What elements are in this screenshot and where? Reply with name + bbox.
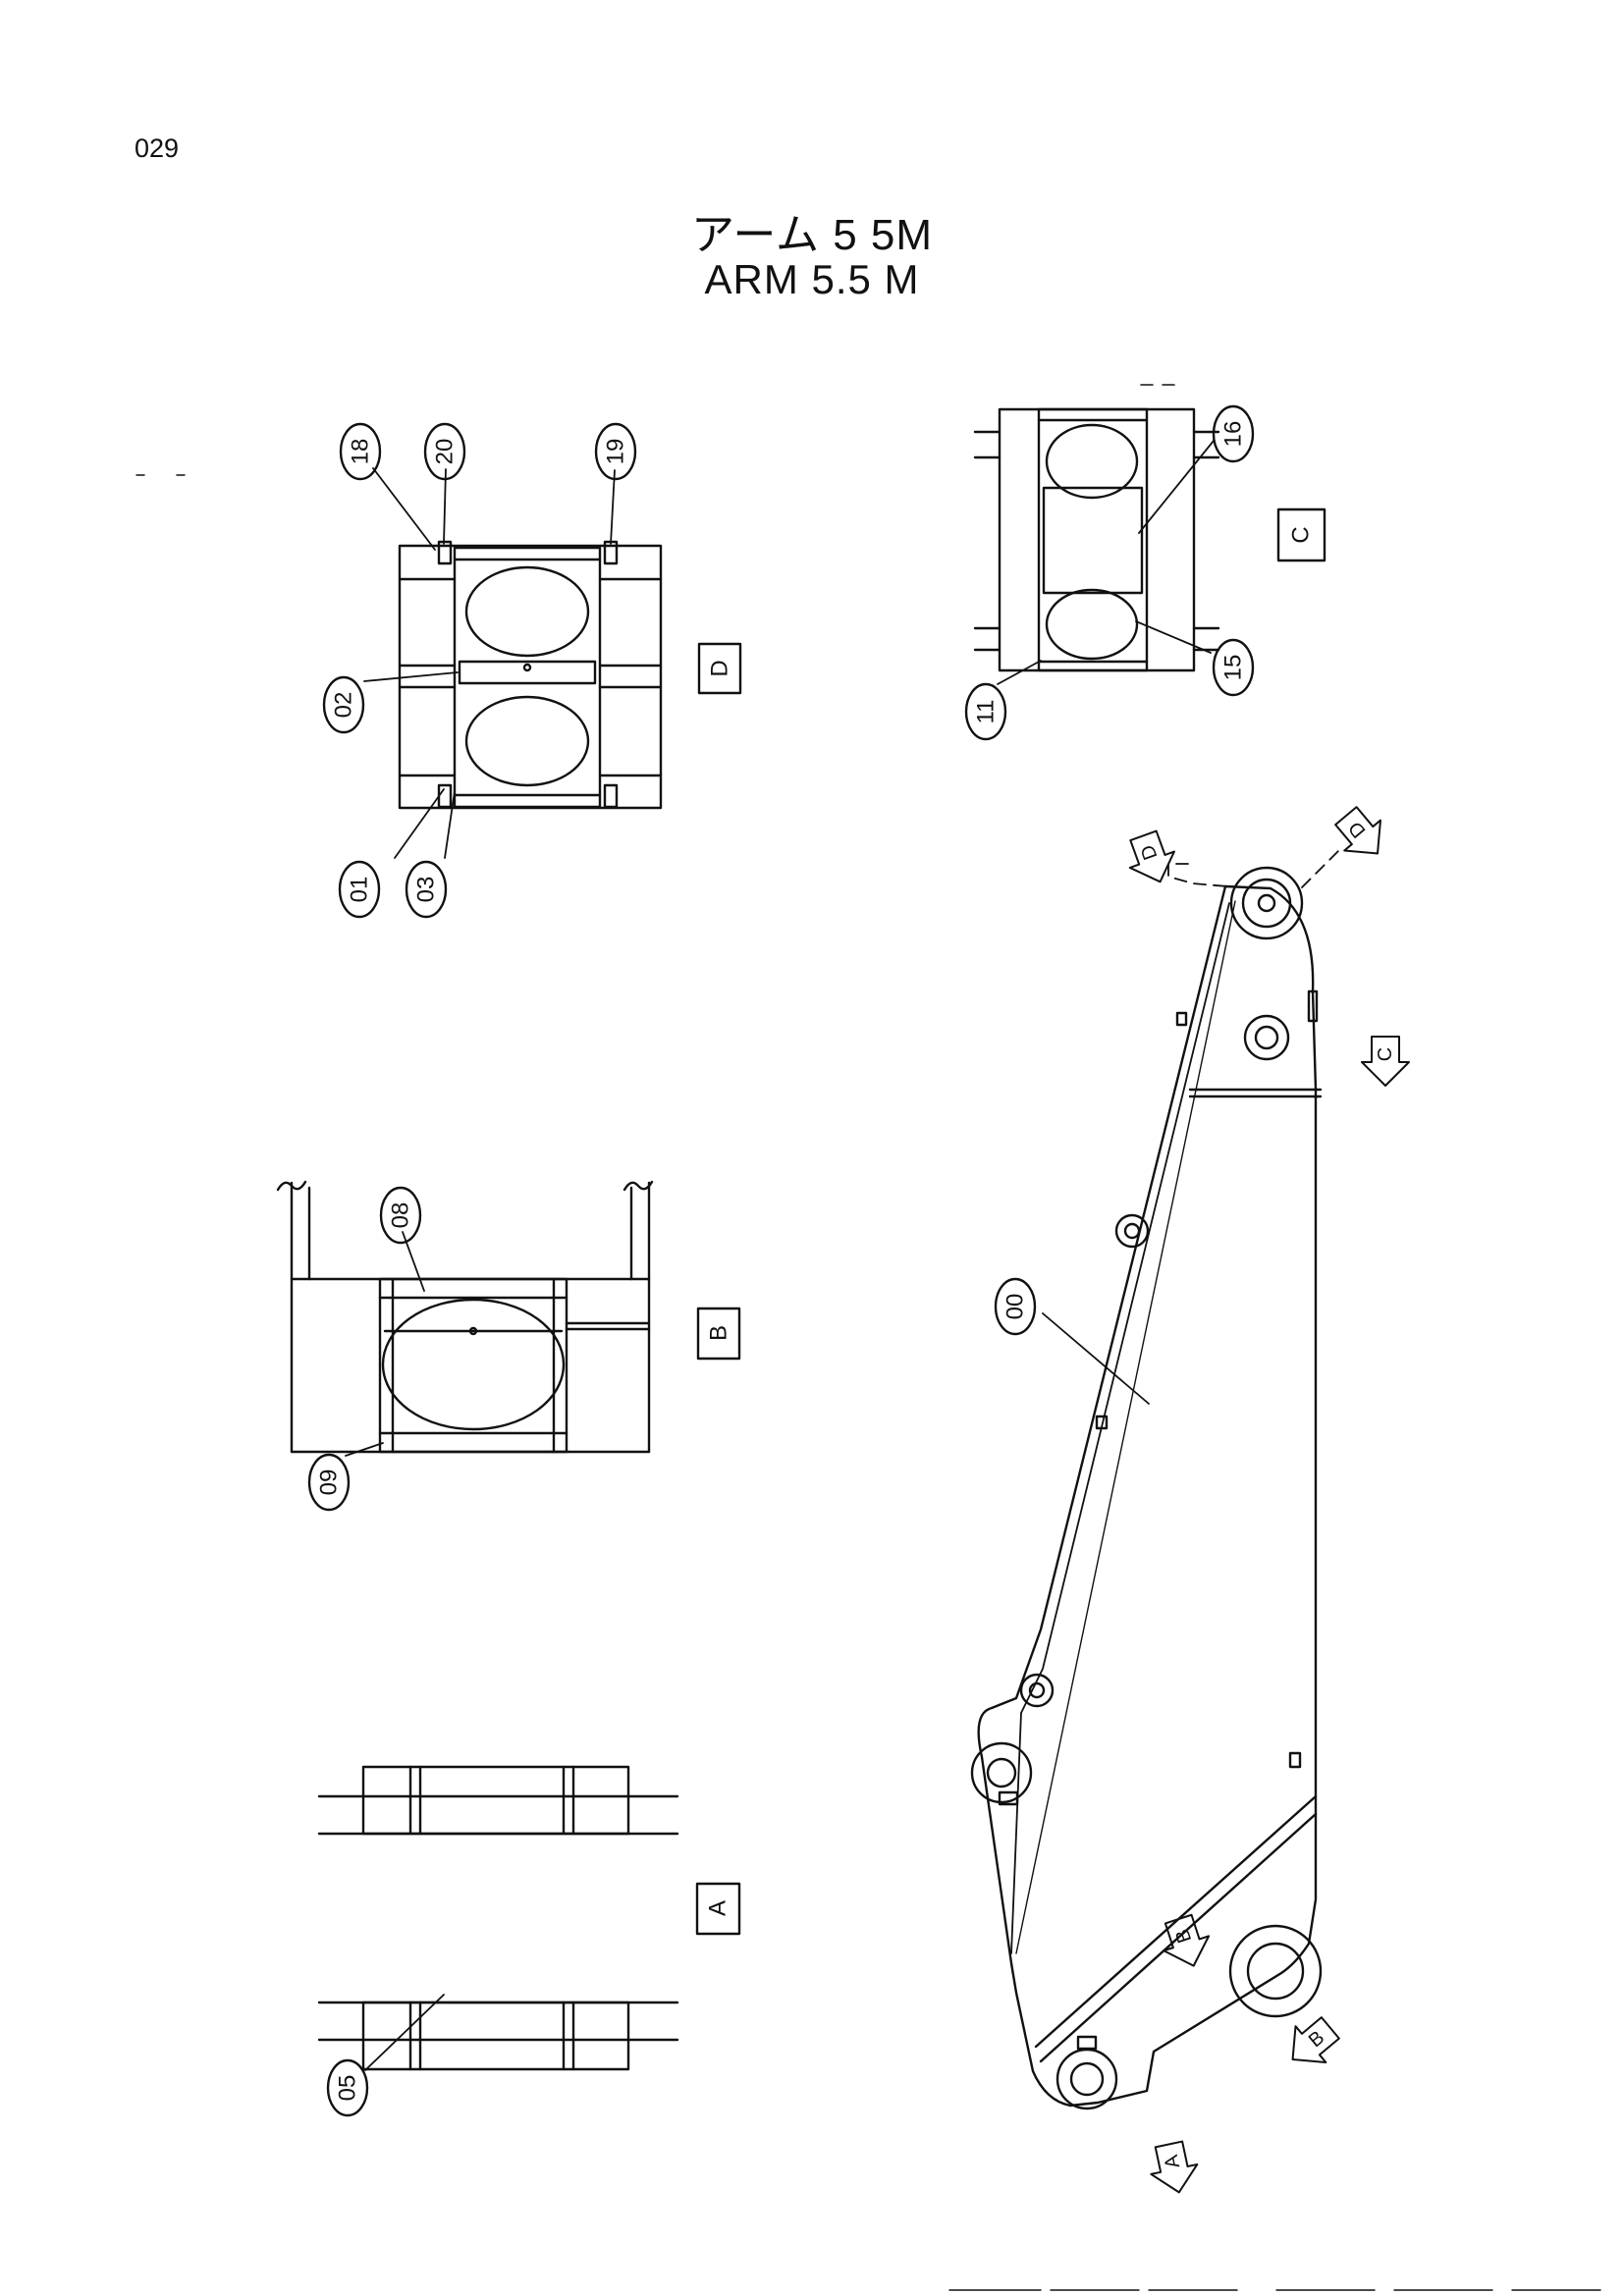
arm-drawing <box>970 845 1344 2110</box>
callout-03: 03 <box>405 860 448 919</box>
page-number: 029 <box>135 133 180 163</box>
callout-01: 01 <box>338 860 381 919</box>
arrow-c: C <box>1361 1036 1410 1087</box>
callout-02: 02 <box>322 675 365 734</box>
callout-15: 15 <box>1212 638 1255 697</box>
callout-02-text: 02 <box>331 692 357 719</box>
title-japanese: アーム 5 5M <box>690 211 934 259</box>
callout-00-text: 00 <box>1002 1294 1029 1320</box>
view-label-c: C <box>1276 507 1326 562</box>
callout-20: 20 <box>423 422 466 481</box>
view-label-d: D <box>697 642 742 695</box>
arrow-b-left: B <box>1163 1913 1211 1967</box>
view-label-d-text: D <box>707 660 733 676</box>
callout-20-text: 20 <box>432 439 459 465</box>
view-label-a: A <box>695 1882 741 1936</box>
callout-11-text: 11 <box>973 700 1000 724</box>
view-label-b-text: B <box>706 1325 732 1341</box>
callout-16: 16 <box>1212 404 1255 463</box>
callout-08: 08 <box>379 1186 422 1245</box>
arrow-a-text: A <box>1161 2153 1184 2170</box>
view-b-drawing <box>276 1180 654 1454</box>
arrow-d-right-text: D <box>1344 817 1370 841</box>
callout-05-text: 05 <box>335 2075 361 2102</box>
callout-08-text: 08 <box>388 1202 414 1229</box>
view-label-c-text: C <box>1288 526 1315 543</box>
callout-03-text: 03 <box>413 877 440 903</box>
arrow-d-left-text: D <box>1137 842 1163 863</box>
callout-09: 09 <box>307 1453 351 1512</box>
callout-00: 00 <box>994 1277 1037 1336</box>
arrow-c-text: C <box>1375 1047 1396 1061</box>
view-a-drawing <box>317 1765 679 2071</box>
callout-15-text: 15 <box>1220 655 1247 681</box>
scan-marks <box>135 474 1601 2291</box>
title-english: ARM 5.5 M <box>704 256 920 302</box>
arrow-b-left-text: B <box>1171 1926 1196 1945</box>
callout-19-text: 19 <box>603 439 629 465</box>
leader-lines <box>345 440 1215 2071</box>
callout-09-text: 09 <box>316 1469 343 1496</box>
callout-19: 19 <box>594 422 637 481</box>
callout-16-text: 16 <box>1220 421 1247 448</box>
view-d-drawing <box>398 540 663 810</box>
arrow-a: A <box>1150 2140 1199 2194</box>
view-label-a-text: A <box>705 1900 731 1916</box>
callout-05: 05 <box>326 2058 369 2117</box>
callout-01-text: 01 <box>347 877 373 903</box>
view-label-b: B <box>696 1307 741 1361</box>
callout-18-text: 18 <box>348 439 374 465</box>
callout-18: 18 <box>339 422 382 481</box>
arrow-b-right-text: B <box>1305 2027 1328 2052</box>
callout-11: 11 <box>964 682 1007 741</box>
arrow-d-right: D <box>1334 806 1381 855</box>
arrow-d-left: D <box>1128 829 1175 883</box>
view-c-drawing <box>973 384 1220 672</box>
arrow-b-right: B <box>1291 2016 1340 2063</box>
